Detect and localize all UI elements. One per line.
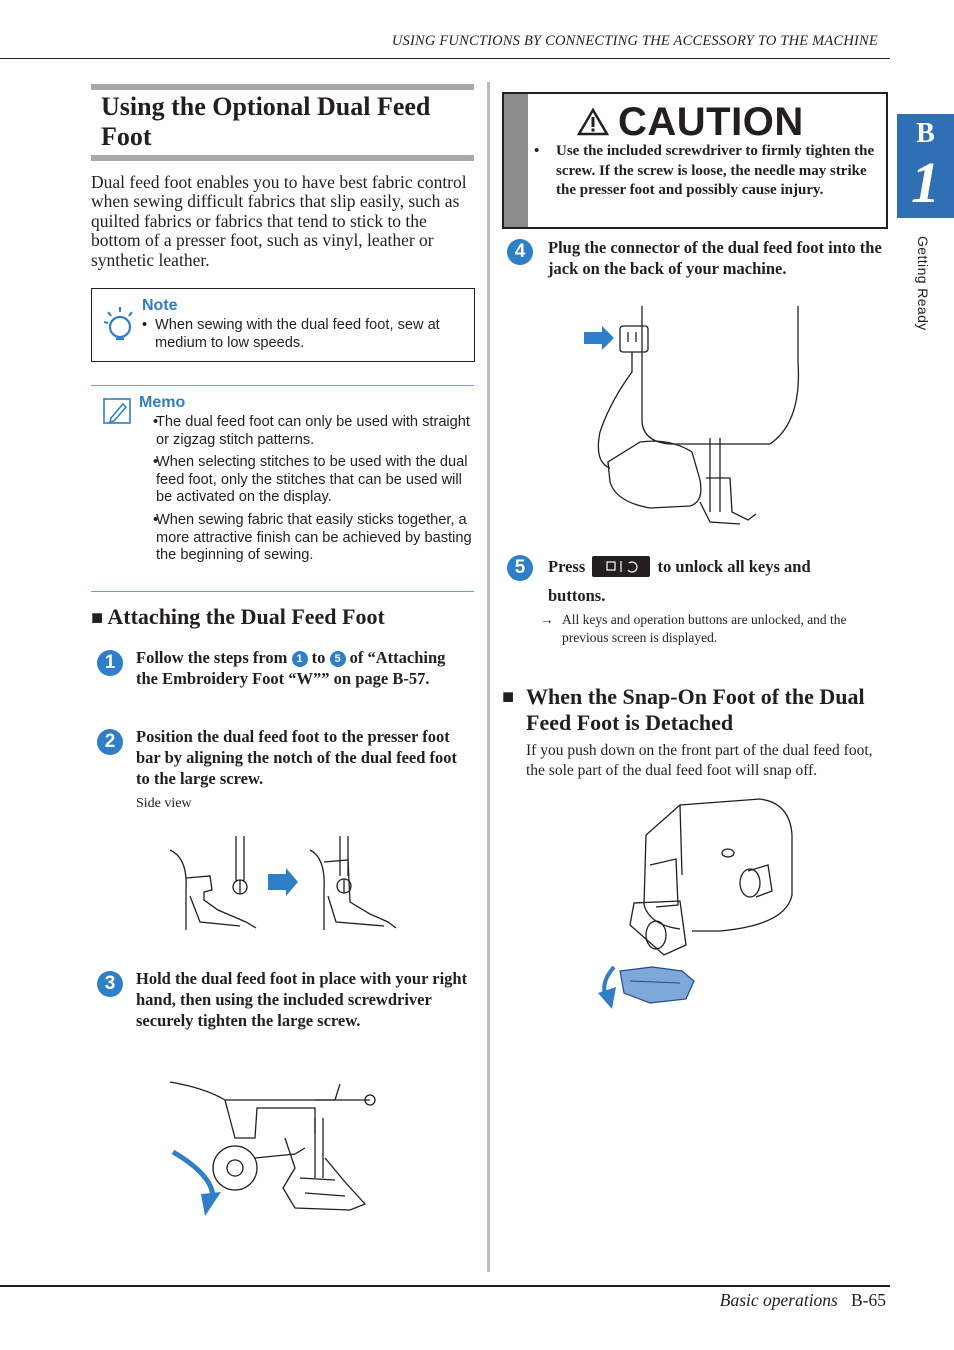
note-box: Note • When sewing with the dual feed fo…: [91, 288, 475, 362]
memo-item-text: When sewing fabric that easily sticks to…: [156, 512, 472, 563]
note-item: • When sewing with the dual feed foot, s…: [142, 317, 467, 352]
title-bar-bottom: [91, 155, 474, 161]
page-number: B-65: [851, 1290, 886, 1310]
memo-item: •The dual feed foot can only be used wit…: [153, 414, 473, 449]
lock-key-icon[interactable]: [592, 556, 651, 577]
footer-rule: [0, 1285, 890, 1287]
memo-box: Memo •The dual feed foot can only be use…: [91, 385, 474, 592]
caution-box: CAUTION • Use the included screwdriver t…: [502, 92, 888, 229]
section-title-line2: Foot: [101, 122, 152, 151]
screw-tightening-illustration: [169, 1081, 376, 1216]
running-header: USING FUNCTIONS BY CONNECTING THE ACCESS…: [391, 33, 878, 49]
section-title: Using the Optional Dual Feed Foot: [101, 92, 430, 152]
connector-illustration: [584, 306, 800, 525]
snap-on-heading-line1: When the Snap-On Foot of the Dual: [526, 684, 865, 709]
snap-off-illustration: [598, 798, 793, 1009]
attaching-heading: ■ Attaching the Dual Feed Foot: [91, 604, 385, 629]
warning-triangle-icon: [576, 107, 610, 136]
step-5-icon: 5: [507, 555, 533, 581]
caution-item: • Use the included screwdriver to firmly…: [534, 142, 880, 201]
chapter-label: Getting Ready: [915, 236, 931, 331]
snap-on-heading: ■ When the Snap-On Foot of the Dual Feed…: [502, 684, 865, 735]
blue-arrow-icon: [268, 868, 298, 896]
step-ref-icon: 1: [291, 651, 308, 667]
section-title-box: Using the Optional Dual Feed Foot: [91, 84, 474, 161]
step-2-text: Position the dual feed foot to the press…: [136, 727, 458, 788]
note-item-text: When sewing with the dual feed foot, sew…: [155, 317, 440, 351]
chapter-number: 1: [911, 150, 940, 215]
blue-arrow-icon: [584, 326, 614, 350]
attaching-heading-text: Attaching the Dual Feed Foot: [107, 604, 385, 629]
step-5-result-text: All keys and operation buttons are unloc…: [562, 612, 847, 645]
step-3-icon: 3: [97, 971, 123, 997]
memo-pencil-icon: [103, 398, 131, 424]
memo-item-text: The dual feed foot can only be used with…: [156, 414, 470, 448]
snap-on-paragraph: If you push down on the front part of th…: [526, 742, 873, 779]
caution-stripe: [504, 94, 528, 227]
caution-title: CAUTION: [618, 100, 804, 144]
side-view-illustration: [169, 836, 397, 930]
step-1-icon: 1: [97, 650, 123, 676]
step-1-text: Follow the steps from 1 to 5 of “Attachi…: [136, 648, 446, 688]
column-divider: [487, 82, 490, 1272]
memo-item: •When selecting stitches to be used with…: [153, 454, 473, 507]
snap-on-heading-line2: Feed Foot is Detached: [526, 710, 734, 735]
result-arrow: →: [540, 612, 554, 627]
memo-item: •When sewing fabric that easily sticks t…: [153, 512, 472, 563]
chapter-letter: B: [916, 118, 935, 149]
step-2-icon: 2: [97, 729, 123, 755]
rotate-arrow-icon: [201, 1192, 221, 1216]
memo-item-text: When selecting stitches to be used with …: [156, 454, 468, 505]
step-5-result: → All keys and operation buttons are unl…: [540, 611, 880, 646]
step-3-text: Hold the dual feed foot in place with yo…: [136, 969, 468, 1030]
step-4-icon: 4: [507, 239, 533, 265]
footer: Basic operations B-65: [720, 1290, 886, 1311]
intro-paragraph: Dual feed foot enables you to have best …: [91, 172, 467, 270]
caution-item-text: Use the included screwdriver to firmly t…: [556, 143, 875, 198]
footer-section: Basic operations: [719, 1290, 838, 1310]
step-ref-icon: 5: [329, 651, 346, 667]
lightbulb-icon: [103, 307, 133, 341]
side-view-caption: Side view: [136, 796, 192, 811]
chapter-tab[interactable]: B 1: [897, 114, 954, 218]
step-5-text: Press to unlock all keys and buttons.: [548, 556, 811, 605]
section-title-line1: Using the Optional Dual Feed: [101, 92, 431, 121]
rotate-arrow-icon: [598, 987, 616, 1009]
header-rule: [0, 58, 890, 59]
title-bar-top: [91, 84, 474, 90]
step-4-text: Plug the connector of the dual feed foot…: [548, 238, 882, 278]
note-title: Note: [142, 297, 178, 314]
memo-title: Memo: [139, 394, 186, 411]
